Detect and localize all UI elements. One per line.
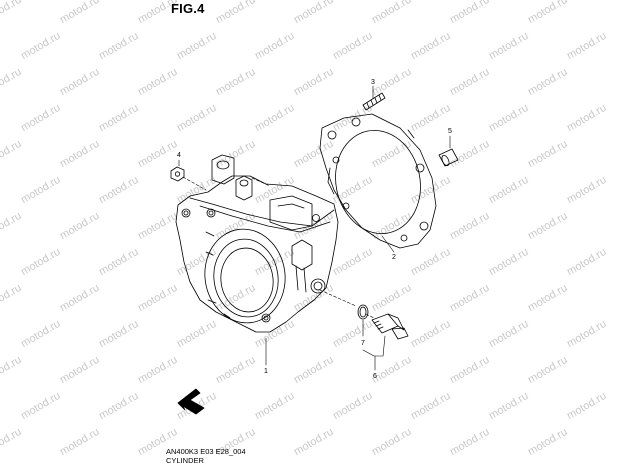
front-arrow-icon — [177, 388, 205, 415]
reference-code: AN400K3 E03 E28_004 — [166, 447, 246, 456]
figure-title: FIG.4 — [171, 1, 205, 16]
gasket-part[interactable] — [319, 113, 437, 249]
nut-part[interactable] — [170, 166, 185, 182]
stud-part[interactable] — [362, 92, 386, 111]
callout-7: 7 — [361, 340, 365, 347]
cylinder-part[interactable] — [175, 154, 339, 333]
o-ring-part[interactable] — [357, 304, 369, 320]
callout-4: 4 — [177, 152, 181, 159]
diagram-caption: CYLINDER — [166, 456, 204, 465]
callout-5: 5 — [448, 128, 452, 135]
callout-1: 1 — [264, 368, 268, 375]
temperature-sensor-part[interactable] — [371, 313, 409, 340]
callout-6: 6 — [373, 373, 377, 380]
dowel-pin-part[interactable] — [438, 148, 459, 167]
leader-lines — [178, 85, 451, 371]
callout-3: 3 — [371, 79, 375, 86]
callout-2: 2 — [392, 254, 396, 261]
